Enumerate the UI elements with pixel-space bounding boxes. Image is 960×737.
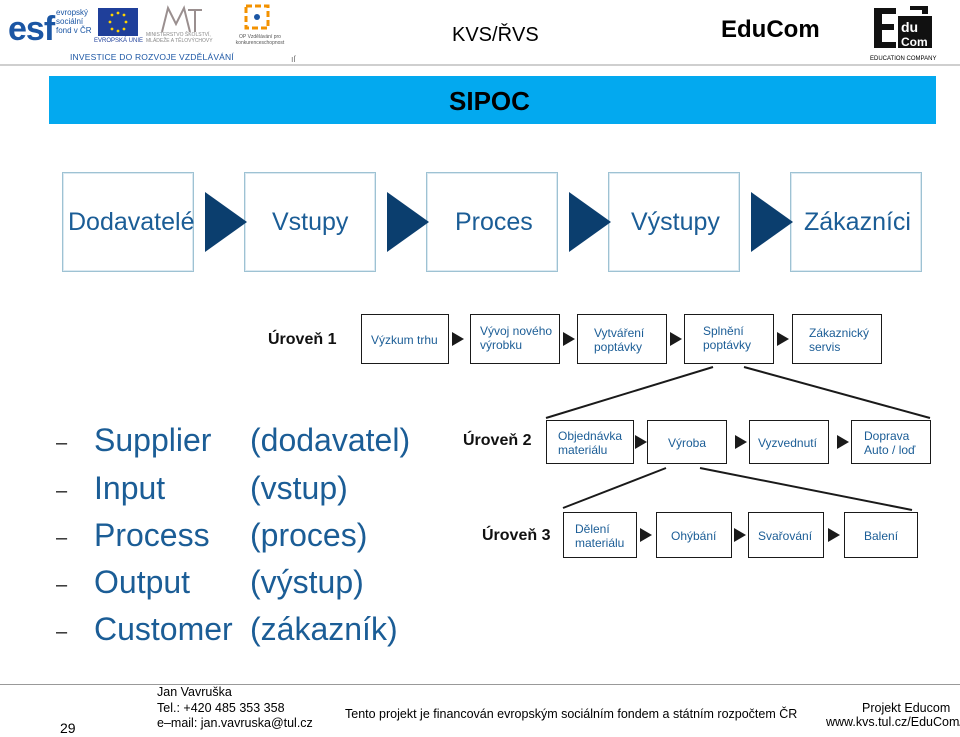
project-name: Projekt Educom: [862, 701, 951, 715]
list-dash: –: [56, 621, 68, 643]
level-2-box-text: Vyzvednutí: [758, 436, 817, 450]
sipoc-label-suppliers: Dodavatelé: [68, 208, 195, 236]
level-2-box-text: Výroba: [668, 436, 707, 450]
author-name: Jan Vavruška: [157, 685, 232, 699]
list-item-en: Input: [94, 470, 166, 506]
invest-tagline: INVESTICE DO ROZVOJE VZDĚLÁVÁNÍ: [70, 52, 234, 62]
esf-subtitle: evropský sociální fond v ČR: [56, 8, 92, 35]
eu-label: EVROPSKÁ UNIE: [94, 38, 144, 44]
level-1-box-text: Vývoj nového výrobku: [480, 324, 553, 352]
flow-arrow-icon: [670, 332, 682, 346]
level-1-box: Zákaznický servis: [792, 314, 882, 364]
department-label: KVS/ŘVS: [452, 24, 539, 46]
author-phone: Tel.: +420 485 353 358: [157, 701, 285, 715]
sipoc-arrow-icon: [569, 192, 611, 252]
footer-divider: [0, 684, 960, 685]
list-item-cz: (výstup): [250, 564, 364, 600]
level-3-box-text: Svařování: [758, 529, 813, 543]
sipoc-box-suppliers: [62, 172, 194, 272]
level-1-box-text: Zákaznický servis: [809, 326, 870, 354]
sipoc-label-process: Proces: [455, 208, 533, 236]
level-1-box-text: Splnění poptávky: [703, 324, 752, 352]
level-1-box: Splnění poptávky: [684, 314, 774, 364]
sipoc-box-outputs: [608, 172, 740, 272]
level-2-box: Výroba: [647, 420, 727, 464]
msmt-logo: [160, 4, 204, 40]
list-item-en: Process: [94, 517, 210, 553]
list-item-en: Customer: [94, 611, 233, 647]
list-item-cz: (dodavatel): [250, 422, 411, 458]
project-url: www.kvs.tul.cz/EduCom/: [826, 715, 960, 729]
list-dash: –: [56, 432, 68, 454]
level-1-box-text: Vytváření poptávky: [594, 326, 645, 354]
level-1-box: Výzkum trhu: [361, 314, 449, 364]
eu-flag-icon: [98, 8, 138, 36]
level-2-box: Objednávka materiálu: [546, 420, 634, 464]
flow-arrow-icon: [735, 435, 747, 449]
tiny-mark: ıſ: [291, 54, 296, 64]
flow-arrow-icon: [837, 435, 849, 449]
list-item-cz: (zákazník): [250, 611, 398, 647]
header-divider: [0, 64, 960, 66]
level-3-box-text: Dělení materiálu: [575, 522, 625, 550]
sipoc-label-outputs: Výstupy: [631, 208, 720, 236]
flow-arrow-icon: [563, 332, 575, 346]
flow-arrow-icon: [734, 528, 746, 542]
sipoc-arrow-icon: [387, 192, 429, 252]
flow-arrow-icon: [640, 528, 652, 542]
svg-text:du: du: [901, 19, 918, 35]
level-2-box-text: Objednávka materiálu: [558, 429, 623, 457]
level-2-box: Doprava Auto / loď: [851, 420, 931, 464]
list-dash: –: [56, 480, 68, 502]
msmt-subtitle: MINISTERSTVO ŠKOLSTVÍ, MLÁDEŽE A TĚLOVÝC…: [146, 32, 213, 44]
sipoc-arrow-icon: [205, 192, 247, 252]
page-number: 29: [60, 720, 76, 736]
flow-arrow-icon: [635, 435, 647, 449]
level-2-box: Vyzvednutí: [749, 420, 829, 464]
sipoc-label-inputs: Vstupy: [272, 208, 349, 236]
flow-arrow-icon: [828, 528, 840, 542]
list-dash: –: [56, 574, 68, 596]
op-logo-icon: [240, 4, 276, 34]
level-3-box-text: Balení: [864, 529, 899, 543]
level-1-label: Úroveň 1: [268, 331, 337, 348]
level-1-box: Vytváření poptávky: [577, 314, 667, 364]
level-1-box-text: Výzkum trhu: [371, 333, 438, 347]
sipoc-box-process: [426, 172, 558, 272]
level-3-box: Svařování: [748, 512, 824, 558]
level-2-label: Úroveň 2: [463, 432, 532, 449]
list-item-cz: (vstup): [250, 470, 348, 506]
level-2-box-text: Doprava Auto / loď: [864, 429, 916, 457]
level-3-box: Balení: [844, 512, 918, 558]
level-3-label: Úroveň 3: [482, 527, 551, 544]
educom-logo-icon: du Com: [870, 2, 936, 56]
sipoc-box-customers: [790, 172, 922, 272]
sipoc-arrow-icon: [751, 192, 793, 252]
level-3-box: Dělení materiálu: [563, 512, 637, 558]
title-bar: [49, 76, 936, 124]
author-email: e–mail: jan.vavruska@tul.cz: [157, 716, 313, 730]
op-subtitle: OP Vzdělávání pro konkurenceschopnost: [235, 34, 285, 46]
flow-arrow-icon: [777, 332, 789, 346]
page-title: SIPOC: [449, 86, 530, 116]
list-item-cz: (proces): [250, 517, 368, 553]
level-3-box: Ohýbání: [656, 512, 732, 558]
svg-text:Com: Com: [901, 35, 928, 49]
list-item-en: Supplier: [94, 422, 212, 458]
level-1-box: Vývoj nového výrobku: [470, 314, 560, 364]
esf-logo: esf: [8, 10, 55, 48]
list-dash: –: [56, 527, 68, 549]
level-3-box-text: Ohýbání: [671, 529, 717, 543]
funding-note: Tento projekt je financován evropským so…: [345, 707, 798, 721]
educom-company-label: EDUCATION COMPANY: [870, 56, 937, 62]
sipoc-label-customers: Zákazníci: [804, 208, 911, 236]
list-item-en: Output: [94, 564, 191, 600]
educom-heading: EduCom: [721, 16, 820, 43]
flow-arrow-icon: [452, 332, 464, 346]
